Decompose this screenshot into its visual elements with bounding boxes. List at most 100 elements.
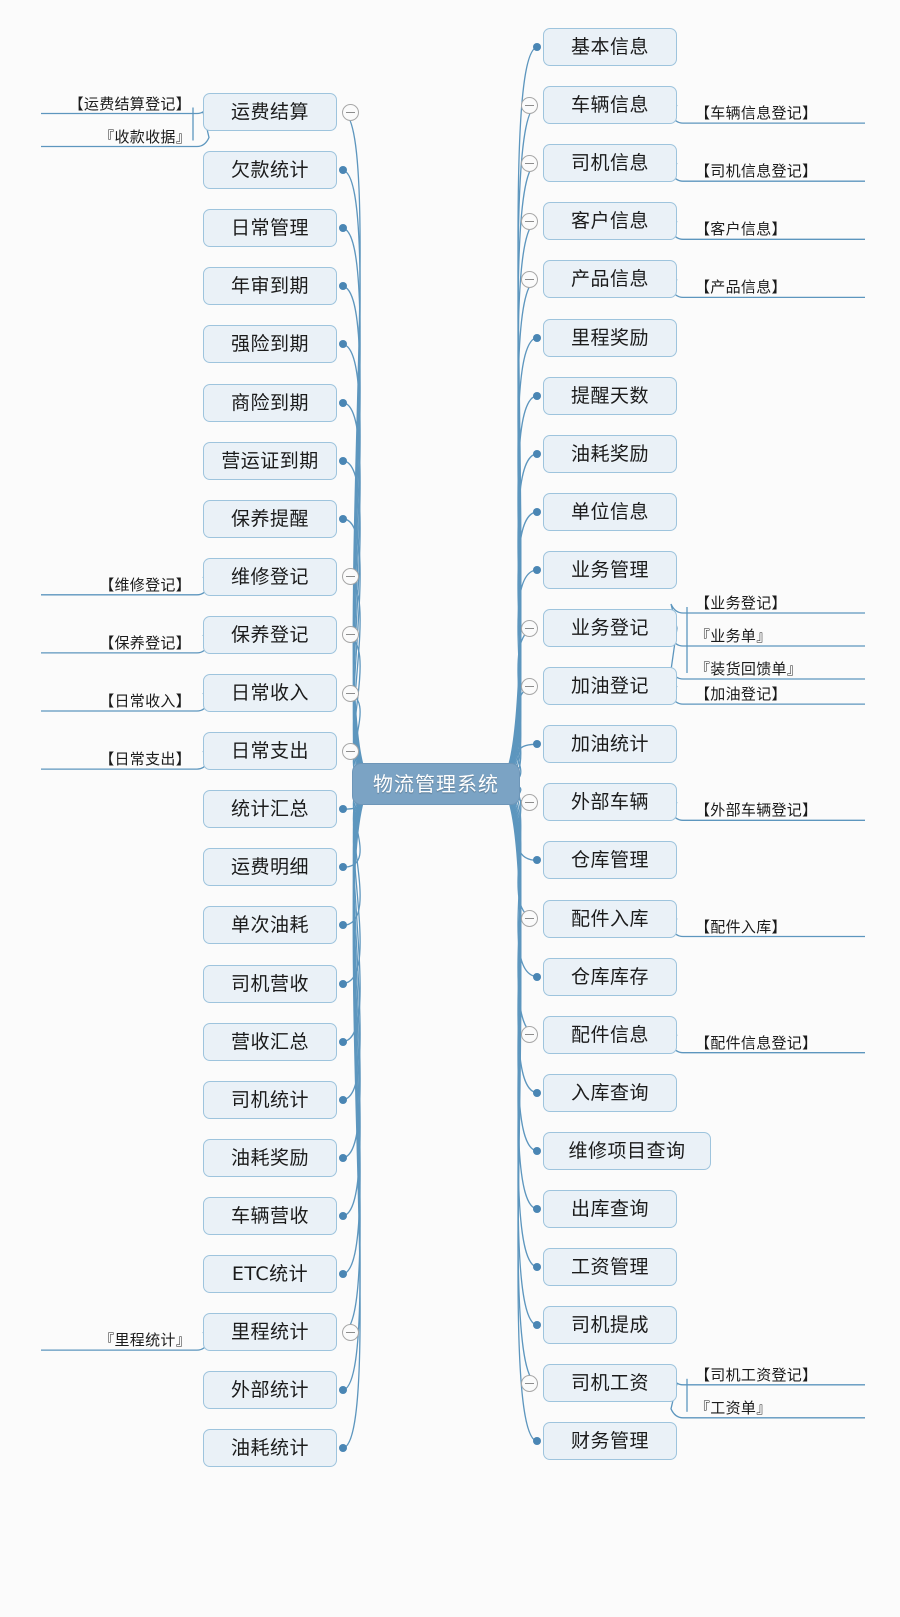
mindmap-leaf-label[interactable]: 【维修登记】 xyxy=(99,575,191,594)
branch-bullet-icon xyxy=(339,224,347,233)
connector-line xyxy=(495,783,539,1443)
collapse-toggle-icon[interactable] xyxy=(342,568,359,586)
mindmap-leaf-label[interactable]: 【外部车辆登记】 xyxy=(695,801,818,820)
mindmap-node[interactable]: 外部车辆 xyxy=(543,783,677,822)
mindmap-node[interactable]: 运费结算 xyxy=(203,93,337,131)
mindmap-node[interactable]: 配件入库 xyxy=(543,899,677,938)
mindmap-node[interactable]: 营运证到期 xyxy=(203,441,337,480)
mindmap-node[interactable]: 仓库管理 xyxy=(543,841,677,880)
mindmap-leaf-label[interactable]: 【保养登记】 xyxy=(99,633,191,652)
root-node[interactable]: 物流管理系统 xyxy=(352,763,520,805)
mindmap-node[interactable]: 加油统计 xyxy=(543,725,677,764)
mindmap-leaf-label[interactable]: 【司机工资登记】 xyxy=(695,1365,818,1384)
mindmap-leaf-label[interactable]: 『收款收据』 xyxy=(99,127,191,146)
mindmap-node[interactable]: 财务管理 xyxy=(543,1422,677,1461)
connector-line xyxy=(341,783,377,1101)
mindmap-node[interactable]: 保养提醒 xyxy=(203,499,337,538)
mindmap-node[interactable]: 单次油耗 xyxy=(203,906,337,945)
connector-line xyxy=(495,627,539,785)
mindmap-node[interactable]: 车辆营收 xyxy=(203,1196,337,1235)
mindmap-node[interactable]: 油耗奖励 xyxy=(203,1138,337,1177)
collapse-toggle-icon[interactable] xyxy=(521,619,538,637)
mindmap-node[interactable]: 里程奖励 xyxy=(543,318,677,357)
branch-bullet-icon xyxy=(339,979,347,988)
collapse-toggle-icon[interactable] xyxy=(521,677,538,695)
mindmap-node[interactable]: 维修登记 xyxy=(203,557,337,596)
mindmap-node[interactable]: 业务登记 xyxy=(543,609,677,647)
mindmap-node[interactable]: 保养登记 xyxy=(203,615,337,654)
collapse-toggle-icon[interactable] xyxy=(521,1374,538,1392)
connector-line xyxy=(341,783,377,927)
mindmap-node[interactable]: 客户信息 xyxy=(543,202,677,241)
collapse-toggle-icon[interactable] xyxy=(342,626,359,644)
collapse-toggle-icon[interactable] xyxy=(521,910,538,927)
mindmap-leaf-label[interactable]: 【车辆信息登记】 xyxy=(695,104,818,123)
connector-line xyxy=(341,783,377,1391)
collapse-toggle-icon[interactable] xyxy=(521,793,538,811)
collapse-toggle-icon[interactable] xyxy=(521,270,538,288)
collapse-toggle-icon[interactable] xyxy=(521,1026,538,1044)
mindmap-node[interactable]: 工资管理 xyxy=(543,1248,677,1287)
collapse-toggle-icon[interactable] xyxy=(342,684,359,702)
mindmap-node[interactable]: 司机统计 xyxy=(203,1080,337,1119)
collapse-toggle-icon[interactable] xyxy=(521,212,538,230)
mindmap-node[interactable]: 油耗统计 xyxy=(203,1429,337,1468)
mindmap-node[interactable]: 司机信息 xyxy=(543,144,677,183)
mindmap-node[interactable]: 油耗奖励 xyxy=(543,434,677,473)
branch-bullet-icon xyxy=(339,1095,347,1104)
mindmap-leaf-label[interactable]: 【配件信息登记】 xyxy=(695,1033,818,1052)
mindmap-node[interactable]: 维修项目查询 xyxy=(543,1131,711,1170)
mindmap-leaf-label[interactable]: 【产品信息】 xyxy=(695,278,787,297)
mindmap-leaf-label[interactable]: 【配件入库】 xyxy=(695,917,787,936)
mindmap-leaf-label[interactable]: 『里程统计』 xyxy=(99,1331,191,1350)
mindmap-node[interactable]: 里程统计 xyxy=(203,1313,337,1352)
mindmap-node[interactable]: 强险到期 xyxy=(203,325,337,364)
branch-bullet-icon xyxy=(533,1321,541,1330)
mindmap-node[interactable]: 产品信息 xyxy=(543,260,677,299)
mindmap-node[interactable]: 基本信息 xyxy=(543,28,677,66)
mindmap-node[interactable]: 入库查询 xyxy=(543,1073,677,1112)
mindmap-node[interactable]: 欠款统计 xyxy=(203,151,337,190)
mindmap-leaf-label[interactable]: 【客户信息】 xyxy=(695,220,787,239)
mindmap-leaf-label[interactable]: 【加油登记】 xyxy=(695,685,787,704)
mindmap-node[interactable]: 日常收入 xyxy=(203,674,337,712)
mindmap-leaf-label[interactable]: 『装货回馈单』 xyxy=(695,660,803,678)
mindmap-node[interactable]: 年审到期 xyxy=(203,267,337,306)
branch-bullet-icon xyxy=(533,391,541,400)
mindmap-leaf-label[interactable]: 『工资单』 xyxy=(695,1398,772,1417)
mindmap-node[interactable]: 统计汇总 xyxy=(203,790,337,829)
mindmap-leaf-label[interactable]: 【业务登记】 xyxy=(695,594,787,612)
collapse-toggle-icon[interactable] xyxy=(521,154,538,172)
collapse-toggle-icon[interactable] xyxy=(342,1323,359,1341)
mindmap-node[interactable]: 加油登记 xyxy=(543,667,677,706)
mindmap-node[interactable]: 配件信息 xyxy=(543,1015,677,1054)
mindmap-node[interactable]: 车辆信息 xyxy=(543,86,677,125)
branch-bullet-icon xyxy=(339,805,347,814)
collapse-toggle-icon[interactable] xyxy=(521,96,538,114)
connector-line xyxy=(495,336,539,785)
branch-bullet-icon xyxy=(339,166,347,175)
mindmap-node[interactable]: ETC统计 xyxy=(203,1255,337,1293)
mindmap-leaf-label[interactable]: 【司机信息登记】 xyxy=(695,162,818,181)
mindmap-node[interactable]: 日常管理 xyxy=(203,209,337,248)
mindmap-node[interactable]: 营收汇总 xyxy=(203,1022,337,1061)
mindmap-node[interactable]: 单位信息 xyxy=(543,492,677,531)
mindmap-node[interactable]: 商险到期 xyxy=(203,383,337,422)
mindmap-leaf-label[interactable]: 『业务单』 xyxy=(695,627,772,645)
mindmap-node[interactable]: 司机营收 xyxy=(203,964,337,1003)
mindmap-node[interactable]: 业务管理 xyxy=(543,550,677,589)
mindmap-node[interactable]: 日常支出 xyxy=(203,732,337,771)
mindmap-node[interactable]: 运费明细 xyxy=(203,848,337,887)
mindmap-node[interactable]: 司机提成 xyxy=(543,1306,677,1345)
mindmap-leaf-label[interactable]: 【日常支出】 xyxy=(99,750,191,769)
mindmap-leaf-label[interactable]: 【日常收入】 xyxy=(99,692,191,710)
mindmap-node[interactable]: 司机工资 xyxy=(543,1364,677,1403)
collapse-toggle-icon[interactable] xyxy=(342,103,359,121)
mindmap-node[interactable]: 出库查询 xyxy=(543,1190,677,1228)
branch-bullet-icon xyxy=(339,398,347,407)
mindmap-node[interactable]: 外部统计 xyxy=(203,1371,337,1410)
mindmap-leaf-label[interactable]: 【运费结算登记】 xyxy=(68,94,191,113)
mindmap-node[interactable]: 提醒天数 xyxy=(543,376,677,415)
mindmap-node[interactable]: 仓库库存 xyxy=(543,957,677,996)
collapse-toggle-icon[interactable] xyxy=(342,742,359,760)
